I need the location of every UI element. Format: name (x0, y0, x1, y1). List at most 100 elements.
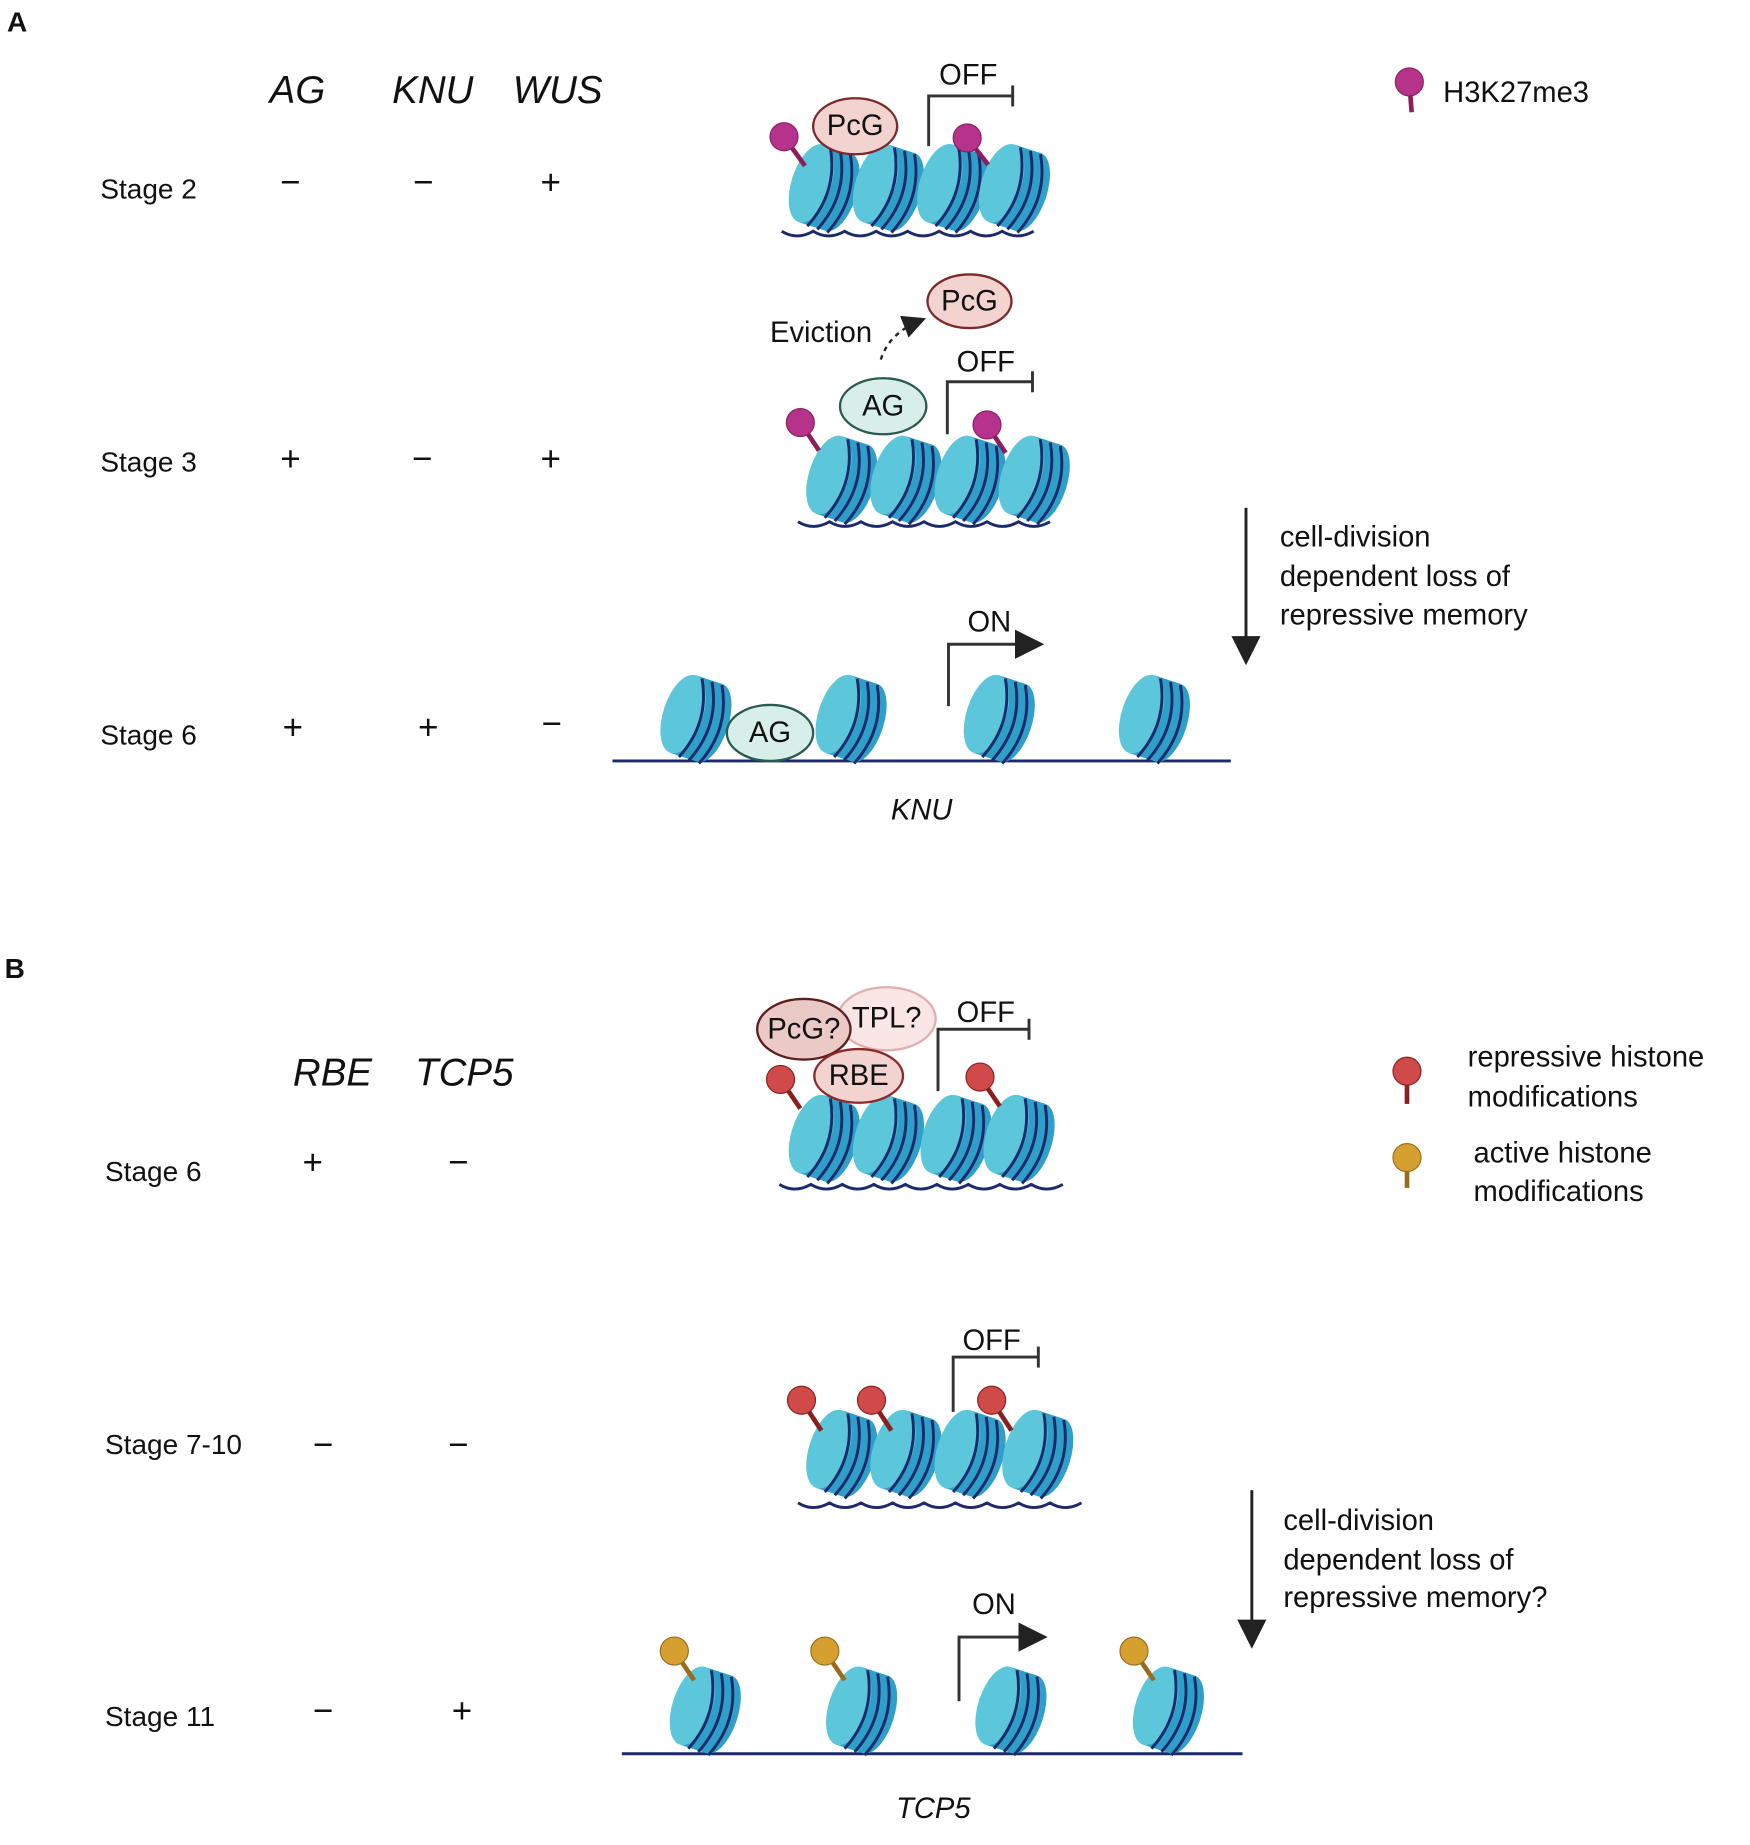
legend-active-icon (1392, 1143, 1422, 1173)
nucleosome (852, 1094, 924, 1185)
promoter-on-arrow (957, 1622, 1048, 1702)
arrow-text: cell-division (1280, 521, 1431, 553)
nucleosome (669, 1666, 741, 1757)
stage-label: Stage 3 (100, 447, 197, 478)
gene-header-wus: WUS (513, 69, 603, 112)
dna-strand (780, 229, 1035, 238)
nucleosome (826, 1666, 898, 1757)
tpl-protein-label: TPL? (852, 1003, 922, 1035)
nucleosome (998, 435, 1070, 526)
active-mark-icon (659, 1636, 689, 1666)
nucleosome (983, 1094, 1055, 1185)
sign: + (540, 439, 560, 478)
sign: − (313, 1691, 333, 1730)
pcg-protein: PcG (812, 97, 899, 156)
ag-protein: AG (725, 703, 815, 763)
sign: − (413, 163, 433, 202)
nucleosome (917, 143, 989, 234)
sign: + (418, 708, 438, 747)
sign: − (448, 1143, 468, 1182)
stage-label: Stage 6 (105, 1156, 202, 1187)
nucleosome (806, 1409, 878, 1500)
nucleosome (788, 143, 860, 234)
arrow-text: cell-division (1283, 1505, 1434, 1537)
promoter-off-bracket (951, 1355, 1039, 1412)
legend-repressive-icon (1392, 1056, 1422, 1086)
nucleosome (920, 1094, 992, 1185)
gene-name-knu: KNU (891, 794, 954, 826)
promoter-on-arrow (947, 629, 1045, 707)
ag-protein-label: AG (862, 390, 904, 422)
nucleosome (934, 1409, 1006, 1500)
legend-active: active histone (1474, 1137, 1652, 1169)
dna-strand (797, 1501, 1083, 1510)
nucleosome (788, 1094, 860, 1185)
nucleosome (975, 1666, 1047, 1757)
nucleosome (852, 143, 924, 234)
promoter-off-bracket (945, 380, 1033, 435)
stage-label: Stage 6 (100, 720, 197, 751)
rbe-protein: RBE (813, 1047, 905, 1104)
repressive-mark-icon (977, 1385, 1007, 1415)
dna-strand (797, 520, 1051, 528)
nucleosome (1132, 1666, 1204, 1757)
state-off: OFF (957, 346, 1015, 378)
gene-header-ag: AG (268, 69, 326, 112)
state-on: ON (967, 606, 1011, 638)
sign: − (412, 439, 432, 478)
arrow-text: repressive memory? (1283, 1582, 1547, 1614)
dna-strand (778, 1182, 1064, 1191)
nucleosome (870, 1409, 942, 1500)
h3k27me3-mark-icon (952, 123, 982, 153)
pcg-protein-label: PcG? (767, 1013, 840, 1045)
stage-label: Stage 7-10 (105, 1429, 242, 1460)
repressive-mark-icon (856, 1385, 887, 1415)
arrow-text: dependent loss of (1280, 561, 1511, 593)
active-mark-icon (810, 1636, 840, 1666)
tpl-protein: TPL? (836, 986, 937, 1052)
arrow-text: repressive memory (1280, 599, 1528, 631)
sign: − (280, 163, 300, 202)
stage-label: Stage 11 (105, 1701, 215, 1732)
gene-header-rbe: RBE (293, 1051, 373, 1094)
sign: − (313, 1425, 333, 1464)
pcg-evicted-protein: PcG (926, 273, 1013, 330)
h3k27me3-mark-icon (769, 122, 799, 152)
repressive-mark-icon (765, 1064, 796, 1094)
nucleosome (1002, 1409, 1074, 1500)
panel-b-label: B (5, 953, 25, 984)
legend-h3k27me3-icon (1394, 67, 1424, 97)
legend-active: modifications (1474, 1176, 1644, 1208)
sign: + (452, 1691, 472, 1730)
nucleosome (806, 435, 878, 526)
panel-a-label: A (7, 7, 27, 38)
h3k27me3-mark-icon (785, 408, 815, 438)
proteins-layer: PcG PcG AG AG TPL? PcG? RBE (725, 97, 1013, 1104)
nucleosome (963, 674, 1035, 765)
pcg-protein: PcG? (756, 997, 852, 1061)
nucleosome (870, 435, 942, 526)
state-off: OFF (963, 1325, 1021, 1357)
sign: + (283, 708, 303, 747)
nucleosome (660, 674, 732, 765)
legend-h3k27me3: H3K27me3 (1443, 77, 1589, 109)
sign: + (302, 1143, 322, 1182)
sign: − (448, 1425, 468, 1464)
sign: + (280, 439, 300, 478)
nucleosome (934, 435, 1006, 526)
arrow-text: dependent loss of (1283, 1544, 1514, 1576)
eviction-label: Eviction (770, 317, 872, 349)
stage-label: Stage 2 (100, 174, 197, 205)
promoter-off-bracket (927, 94, 1013, 147)
nucleosomes-layer (612, 67, 1424, 1757)
nucleosome (815, 674, 887, 765)
legend-repressive: modifications (1468, 1081, 1638, 1113)
nucleosome (1118, 674, 1190, 765)
state-off: OFF (957, 997, 1015, 1029)
state-on: ON (972, 1589, 1016, 1621)
eviction-arrow (879, 315, 927, 360)
ag-protein-label: AG (749, 717, 791, 749)
rbe-protein-label: RBE (829, 1060, 889, 1092)
state-off: OFF (939, 59, 997, 91)
